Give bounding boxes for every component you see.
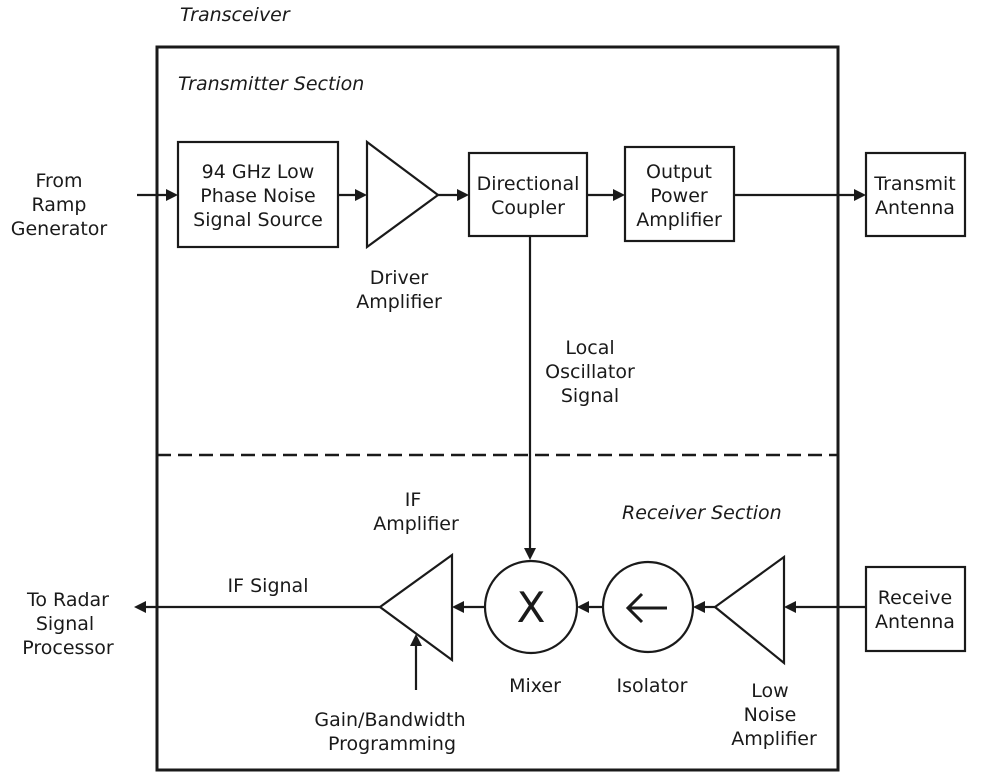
receive-antenna-block: Receive Antenna [864, 565, 967, 653]
svg-text:Processor: Processor [22, 637, 114, 659]
arrow-head-icon [410, 634, 422, 646]
arrow-head-icon [166, 189, 178, 201]
svg-text:Gain/Bandwidth: Gain/Bandwidth [314, 709, 465, 731]
svg-text:Phase Noise: Phase Noise [200, 185, 315, 207]
amplifier-triangle-icon [365, 139, 440, 250]
svg-text:Driver: Driver [370, 267, 429, 289]
amplifier-triangle-icon [378, 552, 454, 663]
svg-text:Receive: Receive [878, 587, 952, 609]
svg-text:Antenna: Antenna [875, 197, 955, 219]
svg-text:Signal Source: Signal Source [193, 209, 323, 231]
svg-text:Mixer: Mixer [509, 675, 561, 697]
if-amplifier-block: IF Amplifier [373, 489, 459, 663]
svg-text:Signal: Signal [561, 385, 619, 407]
arrow-head-icon [577, 601, 589, 613]
transmit-antenna-block: Transmit Antenna [864, 151, 967, 238]
svg-text:Signal: Signal [36, 613, 94, 635]
svg-text:Transmit: Transmit [873, 173, 955, 195]
svg-text:Oscillator: Oscillator [545, 361, 635, 383]
radar-processor-output-label: To Radar Signal Processor [22, 589, 114, 659]
svg-text:IF: IF [405, 489, 422, 511]
amplifier-triangle-icon [713, 554, 786, 666]
svg-text:Amplifier: Amplifier [636, 209, 722, 231]
svg-text:Output: Output [646, 161, 712, 183]
svg-text:Directional: Directional [477, 173, 580, 195]
signal-source-block: 94 GHz Low Phase Noise Signal Source [176, 140, 340, 249]
svg-text:To Radar: To Radar [26, 589, 109, 611]
left-arrow-icon [625, 592, 667, 624]
arrow-head-icon [854, 189, 866, 201]
local-oscillator-label: Local Oscillator Signal [545, 337, 635, 407]
svg-text:Amplifier: Amplifier [373, 513, 459, 535]
if-signal-label: IF Signal [228, 575, 309, 597]
driver-amplifier-block: Driver Amplifier [356, 139, 442, 313]
svg-text:Power: Power [650, 185, 708, 207]
svg-text:Amplifier: Amplifier [356, 291, 442, 313]
output-power-amplifier-block: Output Power Amplifier [623, 145, 736, 243]
arrow-head-icon [355, 189, 367, 201]
diagram-title: Transceiver [180, 4, 291, 26]
mixer-block: X Mixer [483, 559, 579, 697]
low-noise-amplifier-block: Low Noise Amplifier [713, 554, 817, 750]
svg-text:Programming: Programming [328, 733, 456, 755]
svg-text:Coupler: Coupler [491, 197, 565, 219]
mixer-x-icon: X [517, 583, 546, 632]
gain-bandwidth-label: Gain/Bandwidth Programming [314, 709, 465, 755]
transmitter-section-label: Transmitter Section [178, 73, 364, 95]
svg-text:From: From [35, 170, 82, 192]
receiver-section-label: Receiver Section [622, 502, 782, 524]
svg-text:Low: Low [751, 680, 788, 702]
arrow-head-icon [524, 548, 536, 560]
arrow-head-icon [613, 189, 625, 201]
directional-coupler-block: Directional Coupler [467, 151, 589, 238]
svg-text:Ramp: Ramp [32, 194, 87, 216]
arrow-head-icon [457, 189, 469, 201]
svg-text:Noise: Noise [744, 704, 797, 726]
transceiver-boundary [155, 45, 840, 772]
arrow-head-icon [452, 601, 464, 613]
svg-text:Antenna: Antenna [875, 611, 955, 633]
svg-text:94 GHz Low: 94 GHz Low [202, 161, 315, 183]
isolator-block: Isolator [601, 560, 695, 697]
ramp-generator-input-label: From Ramp Generator [11, 170, 108, 240]
arrow-head-icon [134, 601, 146, 613]
svg-text:Isolator: Isolator [617, 675, 688, 697]
arrow-head-icon [784, 601, 796, 613]
svg-text:Generator: Generator [11, 218, 108, 240]
svg-text:Local: Local [565, 337, 614, 359]
arrow-head-icon [693, 601, 705, 613]
svg-text:Amplifier: Amplifier [731, 728, 817, 750]
